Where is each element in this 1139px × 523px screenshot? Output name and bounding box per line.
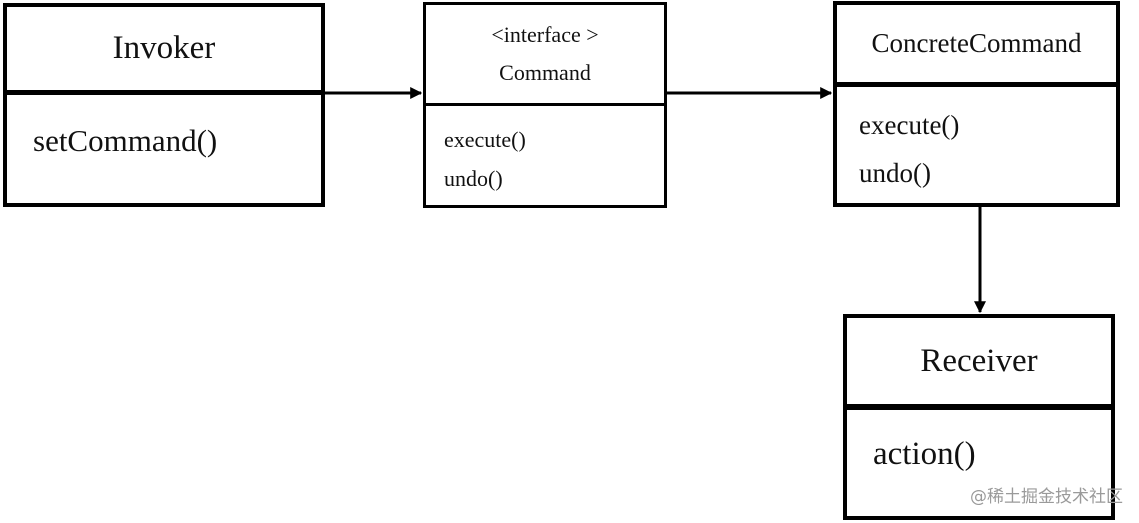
receiver-class-name: Receiver xyxy=(920,342,1038,379)
command-interface-name: Command xyxy=(499,60,591,85)
concrete-method-execute: execute() xyxy=(859,110,960,140)
receiver-class-box: Receiver action() xyxy=(843,314,1115,520)
command-method-execute: execute() xyxy=(444,127,526,152)
concrete-command-methods: execute() undo() xyxy=(837,87,1116,203)
watermark: @稀土掘金技术社区 xyxy=(970,487,1123,507)
command-interface-methods: execute() undo() xyxy=(426,106,664,205)
command-interface-header: <interface > Command xyxy=(426,5,664,106)
concrete-command-class-box: ConcreteCommand execute() undo() xyxy=(833,1,1120,207)
command-stereotype: <interface > xyxy=(491,22,599,47)
invoker-class-methods: setCommand() xyxy=(7,95,321,203)
command-method-undo: undo() xyxy=(444,166,503,191)
receiver-method-action: action() xyxy=(873,436,976,472)
concrete-command-header: ConcreteCommand xyxy=(837,5,1116,87)
invoker-class-header: Invoker xyxy=(7,7,321,95)
concrete-command-name: ConcreteCommand xyxy=(871,28,1082,58)
receiver-class-methods: action() xyxy=(847,410,1111,516)
concrete-method-undo: undo() xyxy=(859,158,931,188)
command-interface-box: <interface > Command execute() undo() xyxy=(423,2,667,208)
receiver-class-header: Receiver xyxy=(847,318,1111,410)
invoker-class-name: Invoker xyxy=(112,30,216,66)
invoker-method-setcommand: setCommand() xyxy=(33,123,218,158)
invoker-class-box: Invoker setCommand() xyxy=(3,3,325,207)
